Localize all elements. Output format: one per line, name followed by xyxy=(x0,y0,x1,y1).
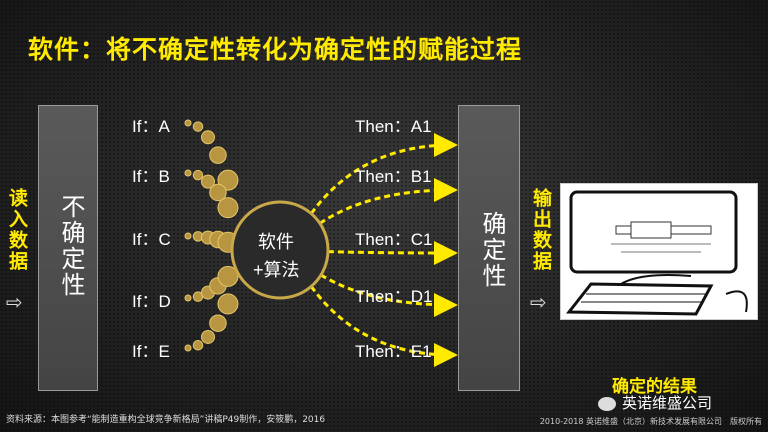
certainty-box: 确定性 xyxy=(458,105,520,391)
input-bubble xyxy=(192,121,204,132)
footer-source: 资料来源：本图参考“能制造重构全球竞争新格局”讲稿P49制作，安筱鹏，2016 xyxy=(6,415,326,425)
if-label: If：C xyxy=(132,230,171,249)
output-arrow xyxy=(319,178,458,225)
input-bubble xyxy=(184,169,192,177)
if-label: If：A xyxy=(132,117,170,136)
software-circle xyxy=(230,200,330,300)
right-arrow-icon: ⇨ xyxy=(530,290,547,314)
center-line2: +算法 xyxy=(253,260,300,280)
wechat-icon xyxy=(598,396,616,411)
input-bubble xyxy=(184,119,192,127)
input-bubble xyxy=(217,197,239,219)
input-bubble xyxy=(184,232,192,240)
output-arrow xyxy=(310,133,458,215)
watermark-logo: 英诺维盛公司 xyxy=(598,392,712,413)
output-arrow xyxy=(327,240,458,265)
output-arrow xyxy=(310,285,458,367)
then-label: Then：B1 xyxy=(355,167,432,186)
then-label: Then：A1 xyxy=(355,117,432,136)
input-bubble xyxy=(209,183,227,202)
input-bubble xyxy=(192,339,204,351)
result-label: 确定的结果 xyxy=(612,377,697,397)
if-label: If：B xyxy=(132,167,170,186)
if-label: If：D xyxy=(132,292,171,311)
footer-copyright: 2010-2018 英诺维盛（北京）新技术发展有限公司 版权所有 xyxy=(539,417,762,426)
input-bubble xyxy=(200,174,215,189)
input-bubble xyxy=(192,169,204,181)
input-bubble xyxy=(217,293,239,315)
input-bubble xyxy=(209,314,227,332)
watermark-text: 英诺维盛公司 xyxy=(622,394,713,412)
output-arrow xyxy=(320,273,458,317)
computer-drawing-image xyxy=(560,183,758,320)
output-data-label: 输出数据 xyxy=(530,188,552,272)
input-bubble xyxy=(209,146,227,164)
input-data-label: 读入数据 xyxy=(6,188,28,272)
uncertainty-text: 不确定性 xyxy=(57,194,85,298)
input-bubble xyxy=(184,294,192,302)
right-arrow-icon: ⇨ xyxy=(6,290,23,314)
then-label: Then：D1 xyxy=(355,287,433,306)
uncertainty-box: 不确定性 xyxy=(38,105,98,391)
input-bubble xyxy=(200,329,215,344)
input-bubble xyxy=(217,265,239,287)
input-bubble xyxy=(217,169,239,191)
input-bubble xyxy=(184,344,192,352)
certainty-text: 确定性 xyxy=(478,211,506,289)
if-label: If：E xyxy=(132,342,170,361)
input-bubble xyxy=(200,130,215,145)
then-label: Then：E1 xyxy=(355,342,432,361)
slide-title: 软件：将不确定性转化为确定性的赋能过程 xyxy=(28,35,523,64)
then-label: Then：C1 xyxy=(355,230,433,249)
center-line1: 软件 xyxy=(258,232,294,252)
